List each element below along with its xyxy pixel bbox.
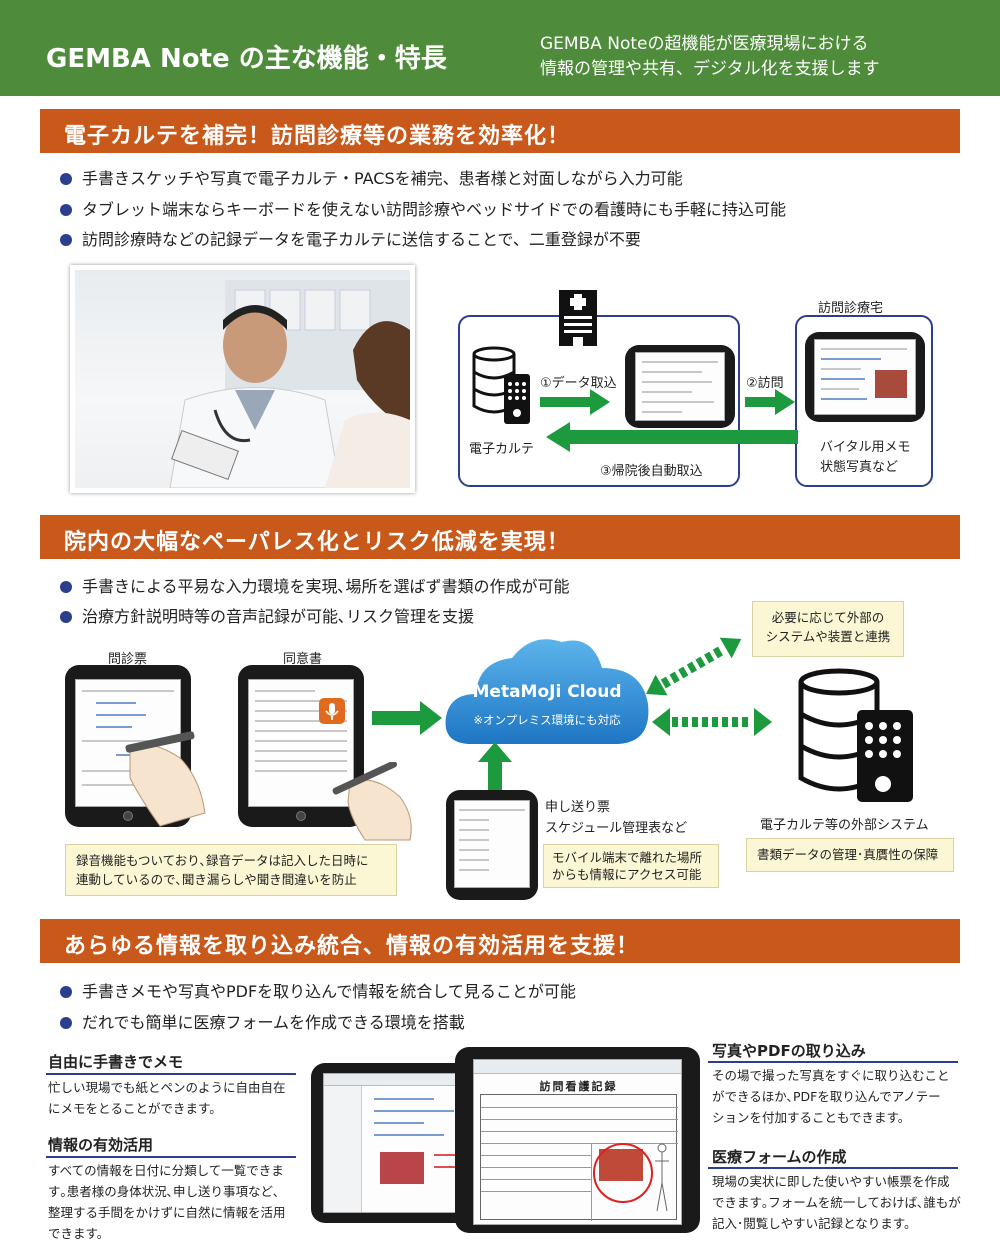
external-link-note: 必要に応じて外部の システムや装置と連携 — [752, 601, 904, 657]
bullet-dot-icon — [60, 173, 72, 185]
arrows-diagram2 — [372, 637, 772, 794]
cloud-name: MetaMoJi Cloud — [472, 682, 622, 702]
bullet-dot-icon — [60, 234, 72, 246]
form-title: 訪問看護記録 — [539, 1080, 618, 1093]
docs-management-note: 書類データの管理･真贋性の保障 — [746, 838, 954, 872]
external-system-label: 電子カルテ等の外部システム — [760, 818, 929, 833]
section1-bullet: タブレット端末ならキーボードを使えない訪問診療やベッドサイドでの看護時にも手軽に… — [60, 196, 786, 220]
tablet-consent — [238, 665, 364, 827]
hand-pen-icon — [332, 762, 412, 841]
page-title: GEMBA Note の主な機能・特長 — [46, 44, 447, 74]
feature-import-title: 写真やPDFの取り込み — [712, 1042, 866, 1060]
subtitle-line: 情報の管理や共有、デジタル化を支援します — [540, 59, 880, 79]
emr-label: 電子カルテ — [469, 442, 535, 457]
bullet-dot-icon — [60, 986, 72, 998]
tablet-hospital — [625, 345, 735, 428]
tablet-handover — [446, 790, 538, 900]
visit-home-label: 訪問診療宅 — [818, 301, 884, 316]
vital-label: バイタル用メモ 状態写真など — [820, 440, 911, 475]
section3-bullet: だれでも簡単に医療フォームを作成できる環境を搭載 — [60, 1009, 465, 1033]
step2-label: ②訪問 — [746, 376, 784, 391]
tablet-visit-home — [805, 332, 925, 422]
step3-label: ③帰院後自動取込 — [600, 464, 703, 479]
feature-forms-title: 医療フォームの作成 — [712, 1148, 847, 1166]
section2-bullet: 手書きによる平易な入力環境を実現､場所を選ばず書類の作成が可能 — [60, 573, 570, 597]
feature-handwriting-title: 自由に手書きでメモ — [48, 1053, 184, 1071]
feature-handwriting-text: 忙しい現場でも紙とペンのように自由自在 にメモをとることができます。 — [48, 1080, 286, 1116]
microphone-icon[interactable] — [319, 698, 345, 724]
bullet-dot-icon — [60, 611, 72, 623]
database-server-icon — [472, 346, 530, 424]
feature-import-text: その場で撮った写真をすぐに取り込むこと ができるほか､PDFを取り込んでアノテー… — [712, 1068, 950, 1125]
photo-thumbnail — [875, 370, 907, 398]
divider — [46, 1073, 296, 1075]
tablet2-label: 同意書 — [283, 652, 323, 667]
bullet-dot-icon — [60, 581, 72, 593]
photo-thumbnail — [380, 1152, 424, 1184]
page-subtitle: GEMBA Noteの超機能が医療現場における 情報の管理や共有、デジタル化を支… — [540, 32, 980, 82]
body-figure-icon — [653, 1143, 671, 1213]
header-bar: GEMBA Note の主な機能・特長 GEMBA Noteの超機能が医療現場に… — [0, 0, 1000, 96]
arrows-diagram1 — [540, 389, 798, 452]
feature-forms-text: 現場の実状に即した使いやすい帳票を作成 できます｡フォームを統一しておけば､誰も… — [712, 1174, 961, 1231]
form-grid — [480, 1094, 678, 1221]
tablet1-label: 問診票 — [108, 652, 148, 667]
handover-label: 申し送り票 スケジュール管理表など — [545, 800, 688, 836]
app-toolbar — [474, 1060, 681, 1074]
divider — [46, 1156, 296, 1158]
hand-pen-icon — [125, 731, 206, 827]
section1-bullet: 訪問診療時などの記録データを電子カルテに送信することで、二重登録が不要 — [60, 226, 641, 250]
section2-heading: 院内の大幅なペーパレス化とリスク低減を実現！ — [40, 515, 960, 559]
database-server-icon — [798, 668, 913, 802]
bullet-dot-icon — [60, 1017, 72, 1029]
section2-bullet: 治療方針説明時等の音声記録が可能､リスク管理を支援 — [60, 603, 474, 627]
mobile-access-note: モバイル端末で離れた場所 からも情報にアクセス可能 — [543, 844, 719, 888]
cloud-note: ※オンプレミス環境にも対応 — [473, 713, 621, 727]
section1-heading: 電子カルテを補完！訪問診療等の業務を効率化！ — [40, 109, 960, 153]
hospital-icon — [559, 290, 597, 346]
section3-bullet: 手書きメモや写真やPDFを取り込んで情報を統合して見ることが可能 — [60, 978, 576, 1002]
app-sidebar — [324, 1086, 362, 1212]
doctor-patient-photo — [70, 265, 415, 493]
divider — [708, 1061, 958, 1063]
subtitle-line: GEMBA Noteの超機能が医療現場における — [540, 34, 869, 54]
bullet-dot-icon — [60, 204, 72, 216]
recording-note: 録音機能もついており､録音データは記入した日時に 連動しているので､聞き漏らしや… — [65, 844, 397, 896]
feature-utilization-text: すべての情報を日付に分類して一覧できま す｡患者様の身体状況､申し送り事項など､… — [48, 1163, 286, 1241]
hospital-box — [458, 315, 740, 487]
cloud-icon — [445, 639, 649, 744]
visit-home-box — [795, 315, 933, 487]
tablet-nursing-record: 訪問看護記録 — [455, 1047, 700, 1233]
annotation-circle — [593, 1143, 653, 1203]
feature-utilization-title: 情報の有効活用 — [48, 1136, 154, 1154]
divider — [708, 1167, 958, 1169]
step1-label: ①データ取込 — [540, 376, 617, 391]
section3-heading: あらゆる情報を取り込み統合、情報の有効活用を支援！ — [40, 919, 960, 963]
section1-bullet: 手書きスケッチや写真で電子カルテ・PACSを補完、患者様と対面しながら入力可能 — [60, 165, 683, 189]
